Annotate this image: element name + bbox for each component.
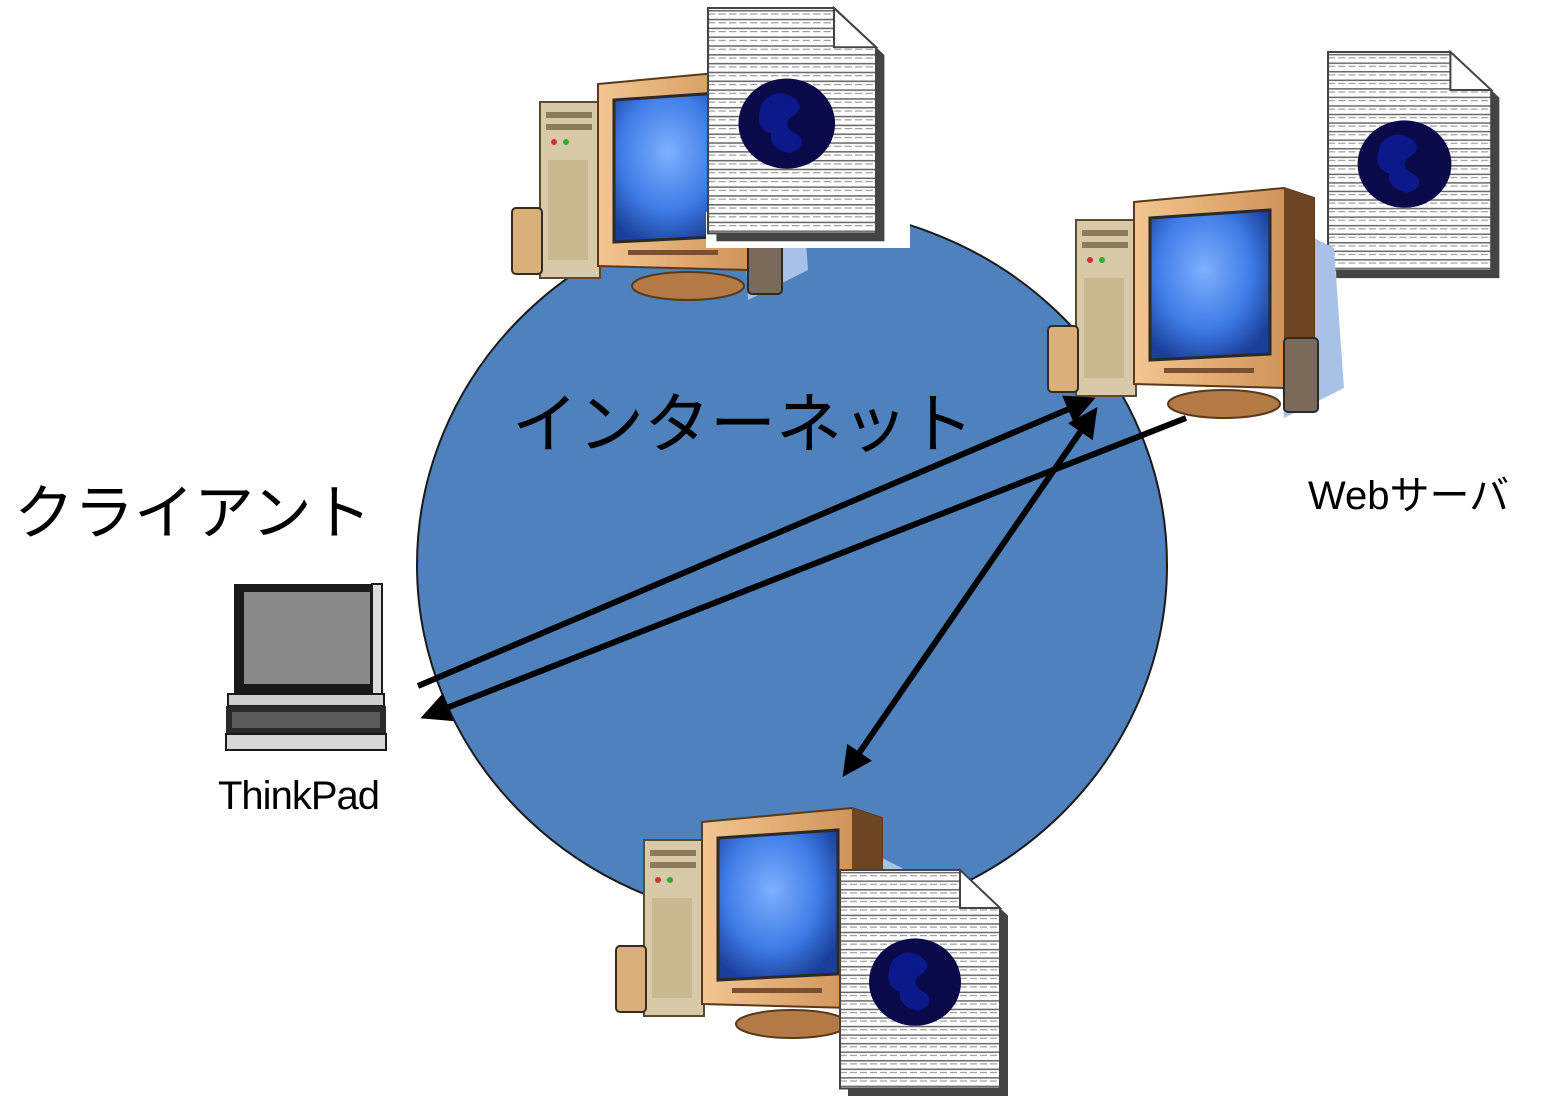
server-link-arrow xyxy=(842,407,1098,777)
laptop-brand-label: ThinkPad xyxy=(218,774,380,818)
web-page-globe-icon xyxy=(839,869,1009,1096)
web-page-globe-icon xyxy=(1326,50,1501,280)
internet-label: インターネット xyxy=(512,386,974,463)
laptop-icon xyxy=(225,583,387,751)
desktop-computer-icon xyxy=(1046,186,1346,420)
web-page-globe-icon xyxy=(706,6,886,243)
client-label: クライアント xyxy=(14,479,372,549)
web-server-label: Webサーバ xyxy=(1308,474,1510,518)
